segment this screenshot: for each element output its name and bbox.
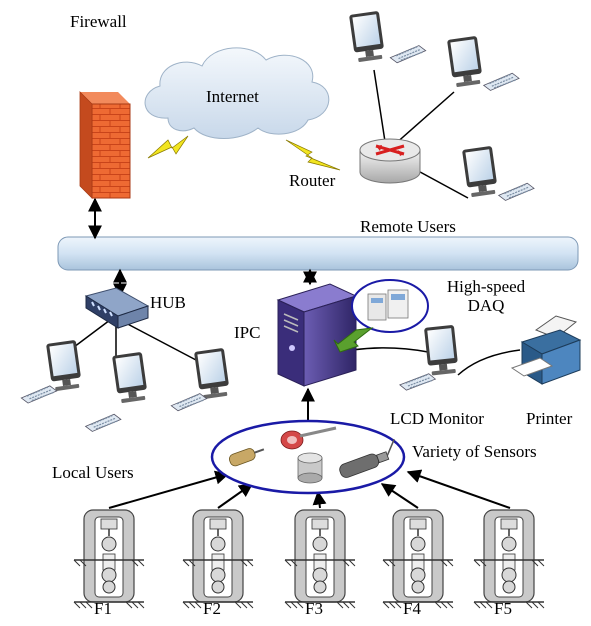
remote-user-computer (349, 10, 428, 65)
hub-label: HUB (150, 293, 186, 312)
data-arrow-icon (333, 327, 374, 353)
rolling-stand-icon (73, 509, 145, 609)
sensor-icon (280, 426, 337, 450)
lightning-bolt-icon (147, 135, 189, 159)
local-user-computer (83, 351, 149, 433)
remote-user-computer (462, 145, 536, 202)
rolling-stand-icon (382, 509, 454, 609)
stand-label: F3 (305, 599, 323, 618)
rolling-stand-icon (473, 509, 545, 609)
lcd-monitor-icon (398, 324, 459, 392)
variety-of-sensors-label: Variety of Sensors (412, 442, 537, 461)
local-users-label: Local Users (52, 463, 134, 482)
sensor-icon (229, 448, 265, 467)
sensor-icon (339, 438, 395, 478)
lightning-bolt-icon (285, 139, 341, 171)
remote-users-label: Remote Users (360, 217, 456, 236)
router-label: Router (289, 171, 336, 190)
internet-cloud (144, 47, 330, 139)
stand-label: F1 (94, 599, 112, 618)
stand-label: F2 (203, 599, 221, 618)
printer-label: Printer (526, 409, 573, 428)
stand-label: F4 (403, 599, 421, 618)
hub-icon (84, 287, 150, 329)
firewall-icon (79, 91, 131, 199)
remote-user-computer (447, 35, 521, 92)
rolling-stand-icon (284, 509, 356, 609)
rolling-stands (73, 509, 545, 609)
network-bus (57, 236, 579, 271)
router-icon (359, 138, 421, 184)
high-speed-daq-label: High-speed DAQ (436, 277, 536, 315)
high-speed-daq-icon (351, 279, 429, 333)
local-user-computer (169, 347, 231, 413)
internet-label: Internet (206, 87, 259, 106)
high-speed-daq-label-line2: DAQ (467, 295, 505, 315)
sensor-group (210, 419, 406, 495)
lcd-monitor-label: LCD Monitor (390, 409, 484, 428)
printer-icon (510, 315, 582, 385)
local-user-computer (19, 339, 83, 405)
connection-lines (69, 69, 521, 509)
firewall-label: Firewall (70, 12, 127, 31)
high-speed-daq-label-line1: High-speed (446, 277, 526, 296)
ipc-label: IPC (234, 323, 261, 342)
rolling-stand-icon (182, 509, 254, 609)
ipc-server-icon (276, 283, 358, 387)
stand-label: F5 (494, 599, 512, 618)
sensor-icon (297, 452, 323, 484)
